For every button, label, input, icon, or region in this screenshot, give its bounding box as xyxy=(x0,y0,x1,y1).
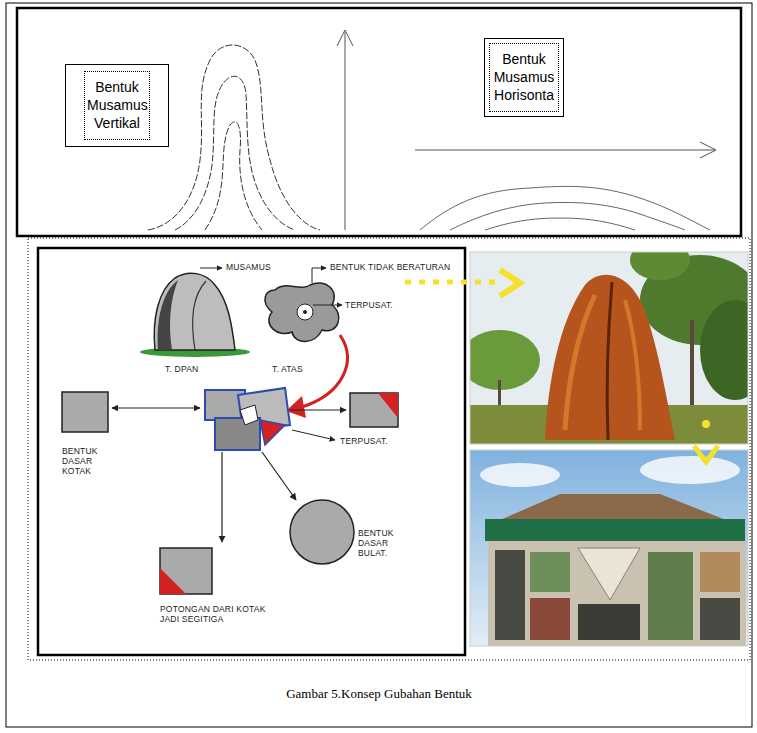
contour-line xyxy=(450,202,685,230)
facade xyxy=(488,541,746,646)
leader-arrow xyxy=(312,268,326,283)
facade-panel xyxy=(530,598,570,640)
center-void xyxy=(240,405,258,425)
yellow-arrow xyxy=(702,420,710,428)
sketch-frame xyxy=(38,248,465,655)
sketch xyxy=(62,268,398,594)
contour-line xyxy=(175,76,295,230)
sky xyxy=(470,450,748,646)
contour-line xyxy=(485,218,635,230)
yellow-arrow-head xyxy=(694,446,718,462)
mound-top-view xyxy=(265,283,339,342)
facade-panel xyxy=(648,552,693,640)
relation-arrow xyxy=(290,409,346,410)
sketch-note: POTONGAN DARI KOTAK JADI SEGITIGA xyxy=(160,604,275,624)
sketch-note: BENTUK DASAR KOTAK xyxy=(62,446,112,477)
figure-caption: Gambar 5.Konsep Gubahan Bentuk xyxy=(6,686,752,702)
dotted-frame: Bentuk Musamus Horisonta xyxy=(489,43,559,112)
top-panel-frame xyxy=(17,8,741,236)
facade-panel xyxy=(700,552,740,592)
composition-block xyxy=(215,418,260,450)
contour-line xyxy=(205,122,262,230)
yellow-arrow-head xyxy=(500,270,520,296)
relation-arrow xyxy=(112,407,200,408)
sketch-note: BENTUK TIDAK BERATURAN xyxy=(330,262,450,272)
text-box: Bentuk Musamus Horisonta xyxy=(484,38,564,117)
center-dot xyxy=(303,310,307,314)
triangle-cut xyxy=(160,568,186,594)
page-frame xyxy=(6,3,752,727)
cloud xyxy=(640,456,740,484)
center-ring xyxy=(297,304,313,320)
building-render xyxy=(470,450,748,646)
tree-crown xyxy=(470,330,540,390)
relation-arrow xyxy=(262,452,296,500)
vertical-contours xyxy=(148,45,320,230)
square-form xyxy=(62,392,108,432)
square-form xyxy=(350,393,398,427)
facade-panel xyxy=(700,598,740,640)
text-box: Bentuk Musamus Vertikal xyxy=(65,64,169,147)
contour-line xyxy=(420,186,710,230)
arrow-head xyxy=(700,142,716,158)
leader-arrow xyxy=(292,430,335,440)
termite-mound-photo xyxy=(470,252,748,444)
triangle-cut xyxy=(378,393,398,418)
contour-line xyxy=(148,45,320,230)
leader-arrow xyxy=(313,305,342,306)
sketch-note: BENTUK DASAR BULAT. xyxy=(358,528,420,559)
leader-arrow xyxy=(200,268,222,269)
triangle-cut xyxy=(260,420,285,445)
box-label: Bentuk Musamus Vertikal xyxy=(87,78,147,133)
square-form xyxy=(160,548,212,594)
dotted-frame: Bentuk Musamus Vertikal xyxy=(84,71,150,140)
facade-panel xyxy=(495,550,525,640)
circle-form xyxy=(290,500,354,564)
mound-shadow xyxy=(158,280,178,350)
cloud xyxy=(480,463,560,487)
mound-front-view xyxy=(154,273,235,350)
photo-frame xyxy=(470,450,748,646)
facade-triangle xyxy=(578,548,640,600)
relation-arrow xyxy=(221,452,222,542)
facade-panel xyxy=(530,552,570,592)
mound-highlight xyxy=(625,300,640,430)
mound-split xyxy=(607,282,612,440)
sketch-note: T. ATAS xyxy=(272,364,303,374)
mound-highlight xyxy=(565,295,595,430)
photo-frame xyxy=(470,252,748,444)
sketch-note: TERPUSAT. xyxy=(340,436,388,446)
arrow-head xyxy=(337,30,353,46)
tree-crown xyxy=(700,300,748,400)
transform-arrow xyxy=(302,335,347,407)
yellow-arrow xyxy=(405,280,500,285)
tree-crown xyxy=(630,252,690,280)
vertical-axis-arrow xyxy=(345,32,346,230)
facade-panel xyxy=(578,604,640,640)
horizontal-axis-arrow xyxy=(415,150,715,151)
box-label: Bentuk Musamus Horisonta xyxy=(492,50,556,105)
roof xyxy=(500,494,726,520)
sketch-note: TERPUSAT. xyxy=(345,300,393,310)
roof-band xyxy=(485,519,745,541)
termite-mound xyxy=(545,275,675,440)
sketch-note: MUSAMUS xyxy=(226,262,271,272)
mound-split xyxy=(193,281,206,350)
horizontal-contours xyxy=(420,186,710,230)
sketch-note: T. DPAN xyxy=(165,364,198,374)
